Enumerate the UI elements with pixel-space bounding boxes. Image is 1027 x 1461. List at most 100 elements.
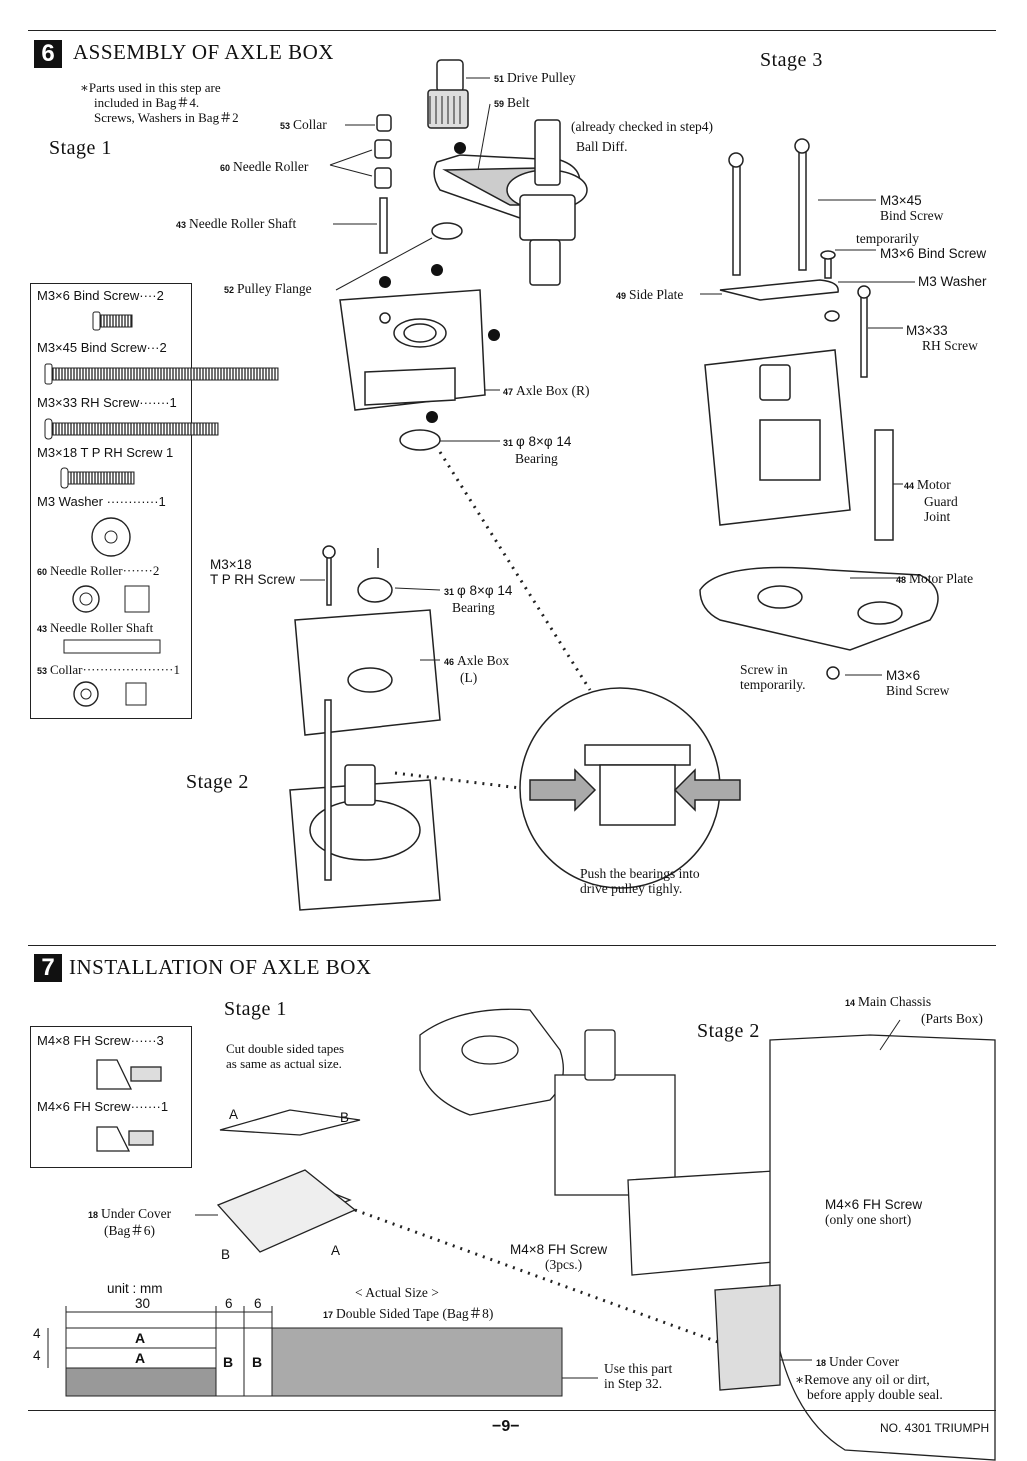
collar-drawing: [73, 681, 147, 707]
under-cover-plate: [216, 1169, 357, 1253]
note-line-1: ∗Parts used in this step are: [80, 80, 221, 95]
m4x8-screw-head: [96, 1059, 133, 1090]
section-6-title: ASSEMBLY OF AXLE BOX: [73, 40, 334, 64]
s7-stage-2-heading: Stage 2: [697, 1020, 760, 1042]
m3x6-screw-drawing: [92, 311, 133, 331]
s7-stage-1-heading: Stage 1: [224, 998, 287, 1020]
bearing-part: [399, 429, 441, 451]
note-line-3: Screws, Washers in Bag＃2: [94, 110, 239, 125]
s7-parts-drawings: [96, 1059, 162, 1152]
dim-4a: 4: [33, 1326, 41, 1341]
detail-circle: [519, 687, 741, 889]
diff-top-s7: [584, 1029, 616, 1081]
m4x6-screw-head: [96, 1126, 131, 1152]
step-markers: [379, 142, 500, 423]
belt-and-ball-diff: [433, 119, 588, 286]
part-m3x6: M3×6 Bind Screw····2: [37, 288, 164, 303]
m4x6-screw-thread: [128, 1130, 154, 1146]
part-m3x33: M3×33 RH Screw·······1: [37, 395, 177, 410]
m3x18-screw-drawing: [60, 467, 135, 489]
needle-roller-part-1: [374, 139, 392, 159]
cell-a2: A: [135, 1350, 146, 1366]
tape-label-b1: B: [340, 1110, 350, 1125]
parts-drawings: [44, 311, 279, 707]
dim-6b: 6: [254, 1296, 262, 1311]
part-m4x8: M4×8 FH Screw······3: [37, 1033, 164, 1048]
s6-stage-1-heading: Stage 1: [49, 137, 112, 159]
lbl-m3-washer: M3 Washer: [918, 274, 987, 289]
s6-diagram: [289, 59, 939, 911]
tape-label-a1: A: [229, 1107, 239, 1122]
lbl-actual-size: < Actual Size >: [355, 1285, 439, 1300]
m4x8-screw-thread: [130, 1066, 162, 1082]
part-m3x45: M3×45 Bind Screw···2: [37, 340, 167, 355]
model-number: NO. 4301 TRIUMPH: [880, 1421, 990, 1435]
stage3-drawing: [699, 138, 939, 680]
s6-stage-3-heading: Stage 3: [760, 49, 823, 71]
section-7-title: INSTALLATION OF AXLE BOX: [69, 955, 372, 979]
cut-note: Cut double sided tapes as same as actual…: [226, 1041, 345, 1071]
dim-4b: 4: [33, 1348, 41, 1363]
lbl-remove-oil: ∗Remove any oil or dirt,before apply dou…: [795, 1372, 943, 1402]
m3x45-screw-drawing: [44, 363, 279, 385]
dim-6a: 6: [225, 1296, 233, 1311]
drive-pulley-drawing: [427, 59, 469, 129]
footer-rule: [28, 1410, 996, 1411]
tape-actual-size: [47, 1306, 563, 1397]
lbl-m3x6-bind: M3×6 Bind Screw: [880, 246, 987, 261]
part-m4x6: M4×6 FH Screw·······1: [37, 1099, 169, 1114]
cell-a1: A: [135, 1330, 146, 1346]
collar-part: [376, 114, 392, 132]
cell-b2: B: [252, 1354, 263, 1370]
pulley-flange-part: [431, 222, 463, 240]
section-7-rule: [28, 945, 996, 946]
axle-box-l-drawing: [294, 545, 441, 736]
axle-box-s7: [554, 1074, 676, 1196]
tape-label-a2: A: [331, 1243, 341, 1258]
part-m3x18: M3×18 T P RH Screw 1: [37, 445, 174, 460]
washer-drawing: [91, 517, 131, 557]
tape-strip-a: [219, 1109, 361, 1136]
axle-box-r-drawing: [339, 289, 486, 411]
shaft-drawing: [63, 639, 161, 654]
top-rule: [28, 30, 996, 31]
lbl-m4x8-fh: M4×8 FH Screw(3pcs.): [510, 1242, 608, 1272]
cell-b1: B: [223, 1354, 234, 1370]
page-number: −9−: [492, 1418, 520, 1435]
needle-roller-shaft-part: [379, 197, 388, 254]
lbl-temporarily: temporarily: [856, 231, 919, 246]
dim-30: 30: [135, 1296, 151, 1311]
section-6-number: 6: [34, 40, 62, 68]
m3x33-screw-drawing: [44, 418, 219, 440]
s6-parts-box: M3×6 Bind Screw····2 M3×45 Bind Screw···…: [30, 283, 279, 719]
needle-roller-drawing: [72, 585, 150, 613]
lbl-already-checked: (already checked in step4): [571, 119, 714, 134]
section-7-number: 7: [34, 954, 62, 982]
note-line-2: included in Bag＃4.: [94, 95, 200, 110]
s7-parts-box: M4×8 FH Screw······3 M4×6 FH Screw······…: [30, 1026, 192, 1168]
motor-plate-hole: [461, 1035, 519, 1065]
section-6-note: ∗Parts used in this step are included in…: [80, 80, 239, 125]
lbl-ball-diff: Ball Diff.: [576, 139, 628, 154]
